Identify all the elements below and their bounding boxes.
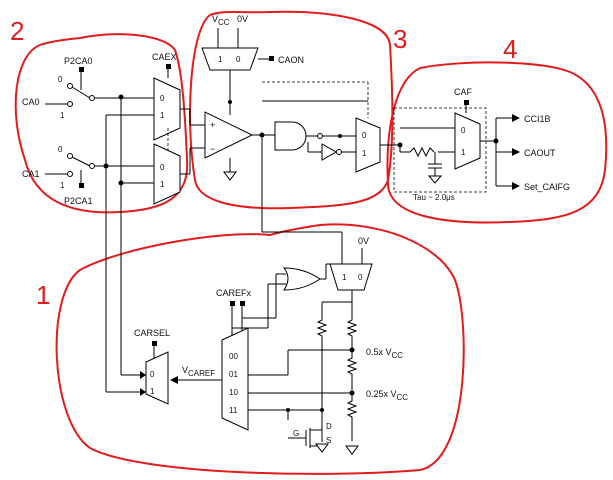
annotation-1: 1: [36, 280, 50, 310]
svg-text:1: 1: [362, 149, 367, 158]
svg-text:1: 1: [160, 180, 165, 189]
ladder-resistor-mid: [346, 350, 358, 390]
carefx-label: CAREFx: [216, 288, 252, 298]
svg-text:01: 01: [229, 370, 238, 379]
sw1-label-1: 1: [60, 181, 65, 190]
and-gate: [274, 121, 307, 151]
output-polarity-mux: [355, 117, 381, 173]
comparator-opamp: [204, 111, 254, 159]
svg-text:11: 11: [229, 406, 238, 415]
svg-text:0: 0: [461, 126, 466, 135]
inverter: [321, 143, 338, 161]
input-mux-bottom: 0 1: [153, 128, 181, 205]
sw0-label-1: 1: [60, 111, 65, 120]
input-switches: P2CA0 0 CA0 1 0 CA1 1 P2CA1: [22, 56, 154, 393]
ground-symbol-ladder: [345, 445, 359, 455]
annotation-2: 2: [10, 16, 24, 46]
ladder-resistor-bottom: [346, 393, 358, 441]
input-mux-top: CAEX 0 1: [152, 52, 181, 141]
comparator-section: VCC 0V 1 0 CAON + −: [180, 14, 403, 232]
ref-selector-mux: [329, 263, 373, 291]
minus-sign: −: [210, 144, 215, 154]
source-label: S: [326, 436, 331, 445]
svg-text:1: 1: [461, 148, 466, 157]
rc-filter-box: [393, 107, 487, 193]
caout-label: CAOUT: [524, 148, 556, 158]
svg-text:10: 10: [229, 388, 238, 397]
svg-text:0: 0: [362, 131, 367, 140]
annotation-3: 3: [393, 24, 407, 54]
reference-section: 0V 1 0 CAREFx 00 01 10 11: [134, 231, 408, 455]
svg-text:0: 0: [236, 55, 241, 64]
vcaref-label: VCAREF: [182, 365, 215, 378]
plus-sign: +: [210, 120, 215, 130]
svg-text:0: 0: [160, 163, 165, 172]
ca0-label: CA0: [22, 97, 40, 107]
svg-text:0: 0: [150, 370, 155, 379]
sw1-contact-0: [67, 153, 73, 159]
cci1b-label: CCI1B: [524, 114, 551, 124]
caf-label: CAF: [454, 87, 473, 97]
svg-text:00: 00: [229, 352, 238, 361]
filter-mux: [454, 112, 481, 170]
carsel-mux: [145, 351, 169, 405]
svg-text:0: 0: [160, 94, 165, 103]
red-annotations: 2 3 4 1: [10, 10, 608, 475]
ca1-label: CA1: [22, 169, 40, 179]
caon-label: CAON: [278, 55, 304, 65]
zero-v-top-label: 0V: [237, 14, 248, 24]
caex-label: CAEX: [152, 52, 177, 62]
ladder-resistor-top: [346, 316, 358, 348]
quarter-vcc-label: 0.25x VCC: [366, 389, 408, 402]
sw0-contact-0: [67, 83, 73, 89]
p2ca0-pin: [79, 67, 84, 72]
zero-v-ref-label: 0V: [358, 236, 369, 246]
p2ca0-label: P2CA0: [64, 56, 93, 66]
svg-text:1: 1: [218, 55, 223, 64]
svg-text:1: 1: [342, 273, 347, 282]
p2ca1-label: P2CA1: [64, 196, 93, 206]
set-caifg-label: Set_CAIFG: [524, 182, 570, 192]
sw0-label-0: 0: [58, 75, 63, 84]
carsel-label: CARSEL: [134, 328, 170, 338]
sw0-contact-1: [67, 101, 73, 107]
vcc-label: VCC: [212, 14, 230, 27]
vref-mux-4to1: [221, 327, 249, 431]
drain-label: D: [326, 422, 332, 431]
sw1-contact-1: [67, 171, 73, 177]
vcc-mux: [201, 47, 259, 71]
annotation-4: 4: [503, 34, 517, 64]
tau-label: Tau ~ 2.0μs: [413, 193, 455, 202]
gate-label: G: [293, 429, 299, 438]
or-gate: [282, 267, 321, 291]
ground-symbol-comp: [223, 171, 237, 181]
sw1-label-0: 0: [58, 145, 63, 154]
svg-text:1: 1: [150, 387, 155, 396]
switch-resistor: [316, 316, 328, 340]
half-vcc-label: 0.5x VCC: [366, 347, 403, 360]
svg-text:1: 1: [160, 111, 165, 120]
filter-resistor: [409, 146, 435, 158]
p2ca1-pin: [79, 183, 84, 188]
svg-text:0: 0: [358, 273, 363, 282]
output-section: Tau ~ 2.0μs CAF 0 1 CCI1B CAOUT Set_CAIF…: [393, 87, 570, 202]
